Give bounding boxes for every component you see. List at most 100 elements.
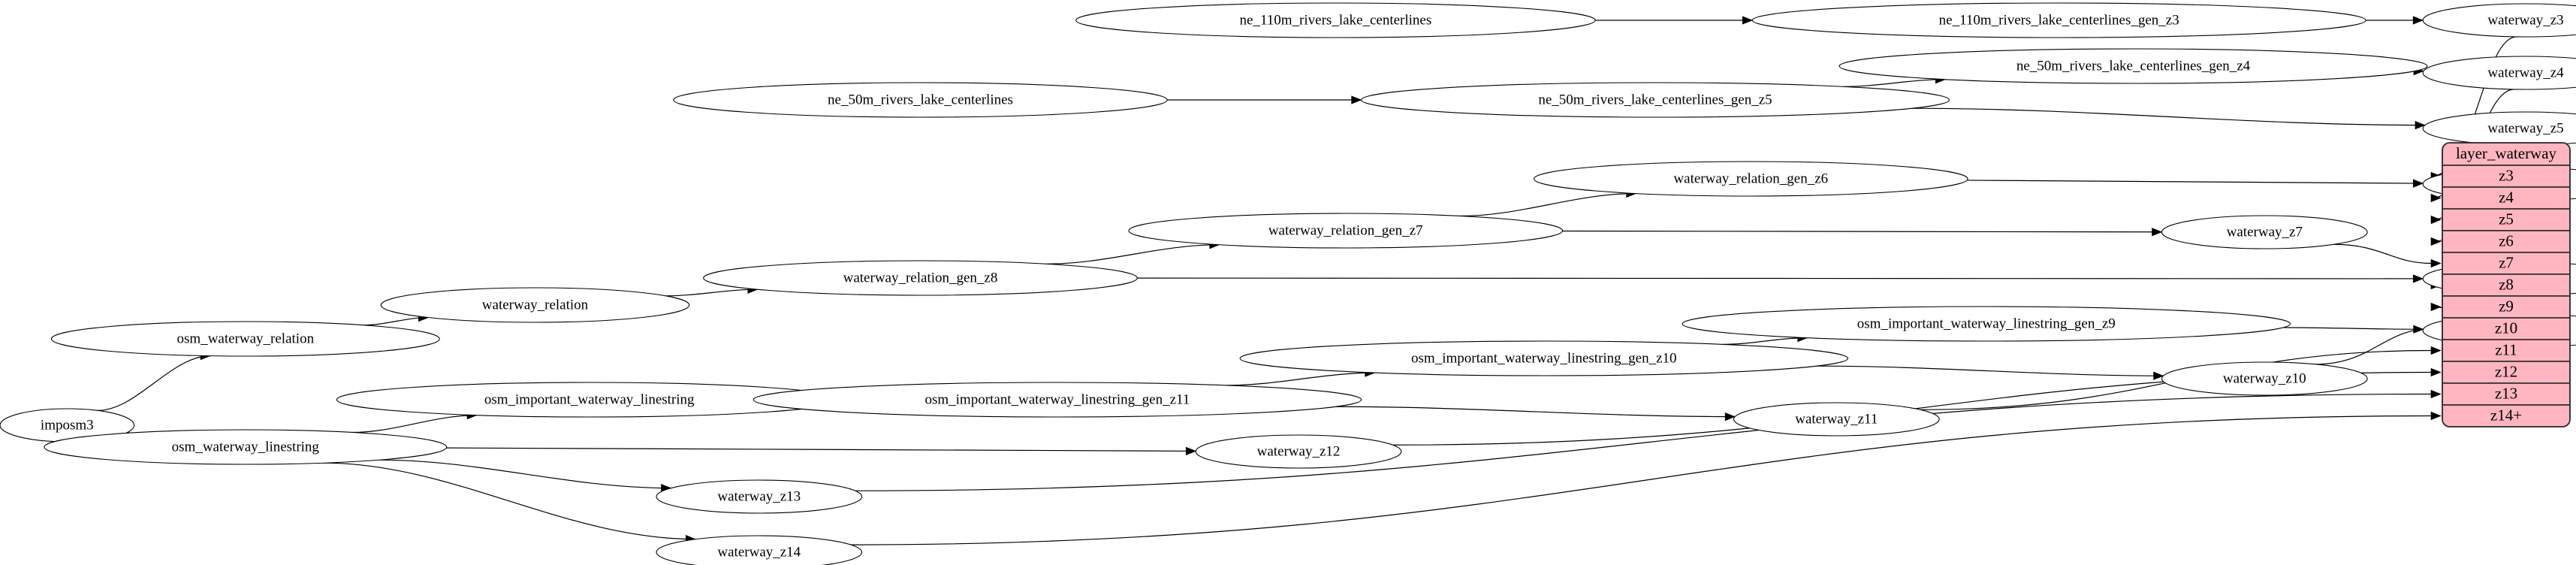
graph-node-waterway_z3[interactable]: waterway_z3 <box>2422 3 2576 38</box>
record-row-z3[interactable] <box>2442 165 2570 188</box>
node-label: waterway_z3 <box>2487 12 2563 28</box>
graph-node-ne_110m_rivers_lake_centerlines[interactable]: ne_110m_rivers_lake_centerlines <box>1075 2 1596 38</box>
node-shape <box>1128 213 1564 249</box>
edge-arrowhead <box>2430 237 2442 246</box>
graph-node-osm_waterway_relation[interactable]: osm_waterway_relation <box>50 321 440 357</box>
node-shape <box>2422 56 2576 90</box>
graph-edge <box>1562 228 2163 237</box>
node-shape <box>380 287 690 323</box>
graph-edge <box>2366 16 2424 25</box>
graph-edge <box>1335 406 1736 421</box>
node-shape <box>1361 82 1950 118</box>
graph-node-osm_important_waterway_linestring[interactable]: osm_important_waterway_linestring <box>336 382 843 418</box>
graph-edge <box>1816 365 2164 380</box>
record-row-z14[interactable] <box>2442 404 2570 427</box>
node-shape <box>2161 361 2368 396</box>
record-row-z6[interactable] <box>2442 230 2570 253</box>
graph-node-waterway_z10[interactable]: waterway_z10 <box>2161 361 2368 396</box>
graph-node-waterway_z7[interactable]: waterway_z7 <box>2161 215 2368 249</box>
node-shape <box>656 479 863 514</box>
graph-node-waterway_z4[interactable]: waterway_z4 <box>2422 56 2576 90</box>
record-row-label-z4: z4 <box>2499 188 2514 206</box>
graph-node-osm_important_waterway_linestring_gen_z11[interactable]: osm_important_waterway_linestring_gen_z1… <box>753 382 1362 418</box>
edge-arrowhead <box>2413 179 2424 188</box>
graph-node-ne_50m_rivers_lake_centerlines_gen_z5[interactable]: ne_50m_rivers_lake_centerlines_gen_z5 <box>1361 82 1950 118</box>
record-row-label-z7: z7 <box>2499 253 2514 271</box>
record-row-label-z13: z13 <box>2495 384 2517 402</box>
graph-node-waterway_relation_gen_z6[interactable]: waterway_relation_gen_z6 <box>1533 161 1968 197</box>
edge-arrowhead <box>2430 346 2442 355</box>
graph-node-waterway_z13[interactable]: waterway_z13 <box>656 479 863 514</box>
graph-node-ne_50m_rivers_lake_centerlines_gen_z4[interactable]: ne_50m_rivers_lake_centerlines_gen_z4 <box>1838 48 2428 84</box>
edge-line <box>379 459 671 489</box>
edge-line <box>1843 79 1946 87</box>
graph-edge <box>2283 325 2424 334</box>
graph-node-waterway_relation_gen_z8[interactable]: waterway_relation_gen_z8 <box>703 260 1138 296</box>
node-shape <box>1195 434 1402 469</box>
record-row-label-z12: z12 <box>2495 362 2517 380</box>
node-shape <box>1751 2 2366 38</box>
node-shape <box>2422 3 2576 38</box>
graph-node-waterway_z12[interactable]: waterway_z12 <box>1195 434 1402 469</box>
node-label: osm_important_waterway_linestring_gen_z1… <box>1411 350 1677 366</box>
edge-line <box>665 289 758 297</box>
record-row-label-z8: z8 <box>2499 275 2514 293</box>
record-row-label-z10: z10 <box>2495 319 2517 337</box>
edge-line <box>1226 372 1375 386</box>
graph-node-waterway_relation_gen_z7[interactable]: waterway_relation_gen_z7 <box>1128 213 1564 249</box>
graph-node-ne_50m_rivers_lake_centerlines[interactable]: ne_50m_rivers_lake_centerlines <box>673 82 1168 118</box>
node-shape <box>2161 215 2368 249</box>
edge-line <box>855 393 2432 491</box>
edge-arrowhead <box>1742 16 1754 25</box>
node-label: ne_50m_rivers_lake_centerlines_gen_z5 <box>1538 92 1772 107</box>
graph-node-waterway_relation[interactable]: waterway_relation <box>380 287 690 323</box>
node-shape <box>1733 402 1940 437</box>
node-label: waterway_z14 <box>717 544 801 560</box>
node-shape <box>44 429 448 465</box>
edge-arrowhead <box>2430 411 2442 421</box>
graph-node-waterway_z14[interactable]: waterway_z14 <box>656 535 863 565</box>
graph-edge <box>1460 189 1637 217</box>
node-label: ne_50m_rivers_lake_centerlines_gen_z4 <box>2016 58 2251 74</box>
node-label: ne_110m_rivers_lake_centerlines <box>1240 12 1432 28</box>
edge-arrowhead <box>2152 228 2163 237</box>
graph-node-osm_important_waterway_linestring_gen_z10[interactable]: osm_important_waterway_linestring_gen_z1… <box>1239 340 1849 376</box>
node-label: waterway_z12 <box>1257 443 1341 459</box>
graph-edge <box>2315 324 2442 365</box>
edge-line <box>1722 337 1808 346</box>
graph-edge <box>2333 243 2442 268</box>
record-row-label-z6: z6 <box>2499 231 2514 249</box>
edge-arrowhead <box>2430 302 2442 312</box>
record-row-label-z11: z11 <box>2495 340 2517 358</box>
record-row-z11[interactable] <box>2442 339 2570 362</box>
node-label: osm_important_waterway_linestring <box>484 391 695 407</box>
edge-arrowhead <box>2430 215 2442 225</box>
graph-node-osm_waterway_linestring[interactable]: osm_waterway_linestring <box>44 429 448 465</box>
node-label: osm_important_waterway_linestring_gen_z9 <box>1857 316 2116 331</box>
edge-arrowhead <box>1724 412 1736 421</box>
edge-line <box>850 415 2432 545</box>
edge-line <box>1911 107 2425 126</box>
node-label: waterway_z13 <box>717 488 801 504</box>
record-row-label-z5: z5 <box>2499 210 2514 228</box>
edge-arrowhead <box>2430 258 2442 268</box>
graph-node-waterway_z5[interactable]: waterway_z5 <box>2422 111 2576 146</box>
edge-line <box>2283 327 2424 330</box>
node-shape <box>1682 306 2291 342</box>
node-shape <box>656 535 863 565</box>
record-row-z13[interactable] <box>2442 382 2570 406</box>
edge-line <box>1967 180 2424 184</box>
graph-node-waterway_z11[interactable]: waterway_z11 <box>1733 402 1940 437</box>
edge-arrowhead <box>1351 95 1362 104</box>
graph-node-ne_110m_rivers_lake_centerlines_gen_z3[interactable]: ne_110m_rivers_lake_centerlines_gen_z3 <box>1751 2 2366 38</box>
record-row-label-z14: z14+ <box>2490 406 2522 424</box>
graph-edge <box>1167 95 1362 104</box>
record-node-layer-waterway[interactable]: layer_waterwayz3z4z5z6z7z8z9z10z11z12z13… <box>2442 142 2571 428</box>
node-label: waterway_z4 <box>2487 65 2564 80</box>
record-row-z10[interactable] <box>2442 317 2570 340</box>
graph-node-osm_important_waterway_linestring_gen_z9[interactable]: osm_important_waterway_linestring_gen_z9 <box>1682 306 2291 342</box>
node-label: waterway_z5 <box>2487 120 2563 136</box>
edge-line <box>2333 243 2432 264</box>
